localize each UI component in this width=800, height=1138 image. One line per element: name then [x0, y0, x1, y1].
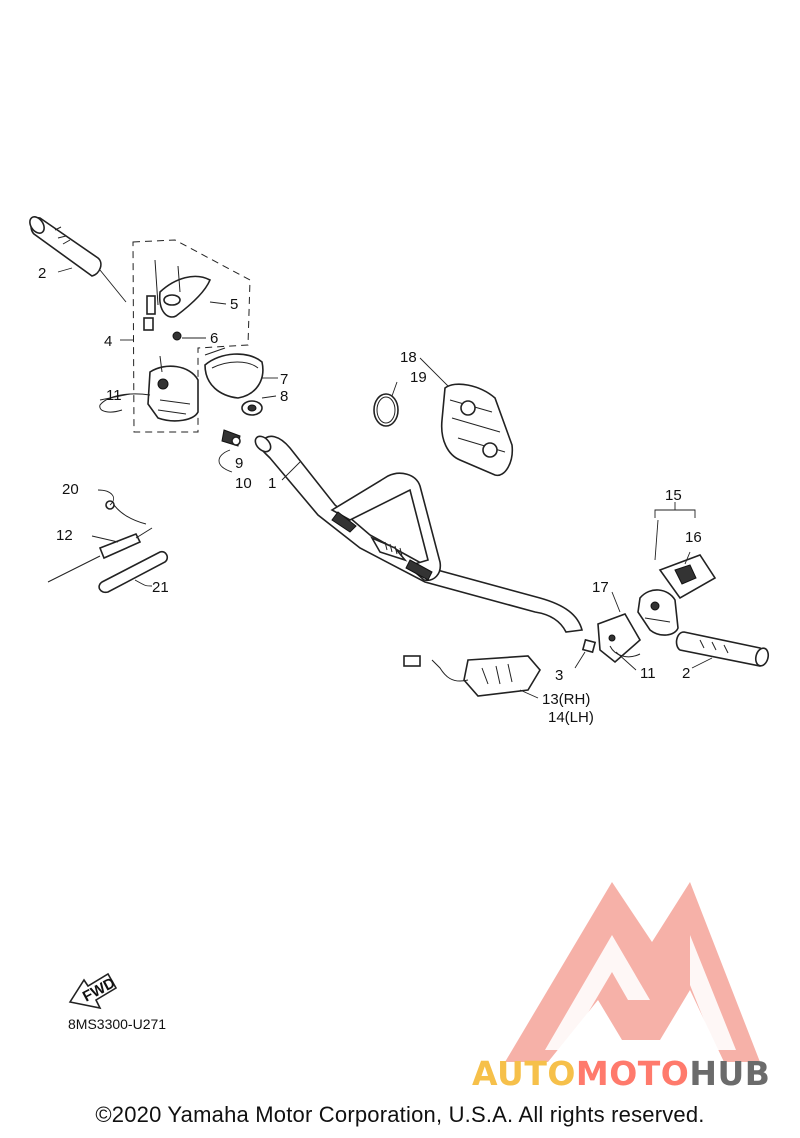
callout-21: 21: [152, 579, 169, 596]
cover-plate-17: [597, 613, 642, 664]
protective-tube: [98, 550, 168, 594]
callout-2-left: 2: [38, 265, 46, 282]
callout-8: 8: [280, 388, 288, 405]
fwd-arrow: FWD: [68, 972, 118, 1010]
bolt-9-10: [221, 429, 241, 447]
switch-housing-right: [637, 589, 679, 636]
handlebar: [254, 435, 584, 633]
handlebar-clamp: [440, 383, 514, 477]
callout-2-right: 2: [682, 665, 690, 682]
callout-7: 7: [280, 371, 288, 388]
clip-ring: [373, 393, 399, 427]
watermark-logo-mark: [505, 882, 760, 1062]
callout-15: 15: [665, 487, 682, 504]
collar-8: [241, 400, 263, 416]
watermark-auto: AUTO: [472, 1054, 576, 1093]
callout-17: 17: [592, 579, 609, 596]
diagram-code: 8MS3300-U271: [68, 1016, 167, 1032]
callout-1: 1: [268, 475, 276, 492]
switch-housing-left: [99, 355, 199, 422]
callout-10: 10: [235, 475, 252, 492]
watermark-moto: MOTO: [575, 1054, 690, 1093]
nut-6: [172, 331, 182, 341]
grip-left: [29, 216, 102, 277]
copyright-notice: ©2020 Yamaha Motor Corporation, U.S.A. A…: [95, 1102, 705, 1127]
callout-14-lh: 14(LH): [548, 709, 594, 726]
assembly-4-dashed-boundary: [132, 239, 251, 433]
wire-11-right: [609, 645, 641, 658]
insert-3: [581, 638, 597, 654]
callout-9: 9: [235, 455, 243, 472]
callout-11-right: 11: [640, 665, 656, 682]
callout-16: 16: [685, 529, 702, 546]
callout-3: 3: [555, 667, 563, 684]
watermark-hub: HUB: [689, 1054, 771, 1093]
grip-right: [675, 631, 770, 667]
callout-4: 4: [104, 333, 112, 350]
callout-11-left: 11: [106, 387, 122, 404]
callout-19: 19: [410, 369, 427, 386]
throttle-cover: [204, 347, 264, 399]
callout-18: 18: [400, 349, 417, 366]
lever-clamp: [143, 259, 212, 331]
handlebar-brace: [330, 472, 442, 582]
callout-5: 5: [230, 296, 238, 313]
callout-13-rh: 13(RH): [542, 691, 590, 708]
callout-6: 6: [210, 330, 218, 347]
grip-heater-element: [403, 655, 541, 697]
switch-16: [658, 554, 717, 600]
leader-lines: [57, 267, 713, 699]
callout-12: 12: [56, 527, 73, 544]
watermark-text: AUTOMOTOHUB: [472, 1054, 770, 1093]
callout-20: 20: [62, 481, 79, 498]
